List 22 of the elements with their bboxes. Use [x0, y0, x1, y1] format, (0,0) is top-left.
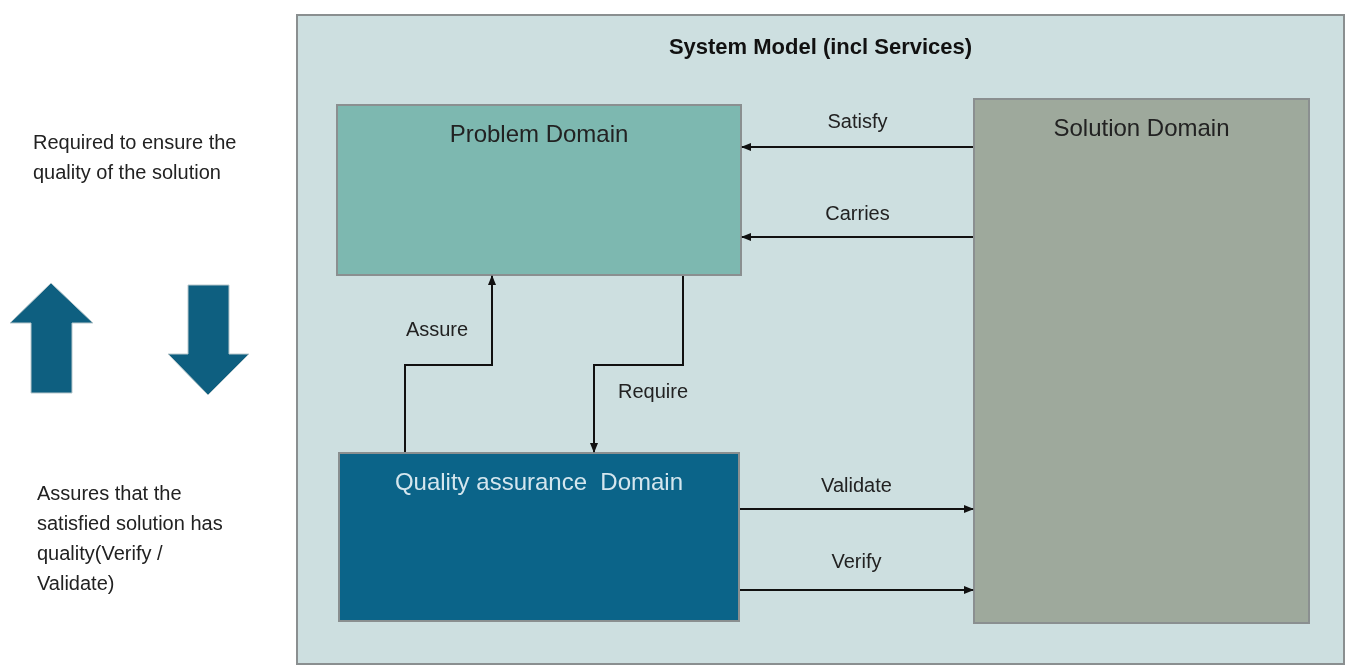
arrow [741, 233, 974, 241]
domain-box [973, 98, 1310, 624]
box-title: System Model (incl Services) [667, 34, 974, 60]
domain-box [336, 104, 742, 276]
arrow [739, 505, 974, 513]
edge-label: Require [618, 380, 688, 403]
note-text: Assures that the satisfied solution has quality(Verify / Validate) [37, 481, 224, 596]
arrow [741, 143, 974, 151]
edge-label: Verify [831, 550, 882, 573]
edge-label: Validate [821, 474, 892, 497]
box-title: Problem Domain [448, 120, 630, 148]
edge-label: Assure [405, 318, 469, 341]
edge-label: Satisfy [827, 110, 888, 133]
container-box [296, 14, 1345, 665]
arrow [404, 275, 496, 453]
arrow [590, 275, 684, 453]
note-text: Required to ensure the quality of the solution [33, 130, 238, 185]
box-title: Solution Domain [1052, 114, 1231, 142]
box-title: Quality assurance Domain [393, 468, 685, 496]
edge-label: Carries [825, 202, 890, 225]
domain-box [338, 452, 740, 622]
arrow [739, 586, 974, 594]
